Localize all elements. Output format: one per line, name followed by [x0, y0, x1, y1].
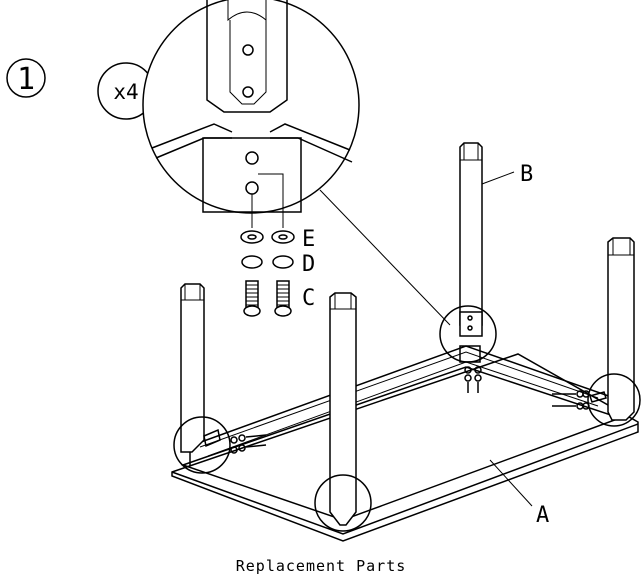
caption: Replacement Parts	[235, 557, 407, 575]
step-number: 1	[17, 62, 35, 97]
lockwasher-d-left	[241, 255, 263, 269]
label-d: D	[302, 252, 315, 277]
label-e: E	[302, 227, 315, 252]
label-a: A	[536, 503, 549, 528]
table-top	[171, 345, 639, 542]
washer-e-left	[240, 230, 264, 244]
corner-detail-back	[439, 305, 497, 393]
leg-front-left	[180, 283, 205, 453]
leg-b: B	[459, 142, 533, 326]
label-b: B	[520, 162, 533, 187]
lockwasher-d-right	[272, 255, 294, 269]
leg-back-right	[607, 237, 635, 421]
step-badge: 1	[6, 58, 46, 98]
label-c: C	[302, 286, 315, 311]
quantity-label: x4	[113, 80, 138, 104]
washer-e-right	[271, 230, 295, 244]
bolt-c-right	[274, 280, 292, 317]
leg-front-center	[314, 292, 372, 532]
corner-detail-front	[314, 474, 372, 532]
corner-detail-right	[552, 373, 641, 427]
detail-leader-line	[319, 189, 451, 326]
bolt-c-left	[243, 280, 261, 317]
leader-a	[489, 459, 533, 507]
detail-magnifier	[142, 0, 360, 228]
leader-b	[481, 171, 515, 185]
hardware-stack: E D C	[240, 227, 315, 317]
quantity-badge: x4	[97, 62, 155, 120]
corner-detail-left	[173, 416, 267, 474]
